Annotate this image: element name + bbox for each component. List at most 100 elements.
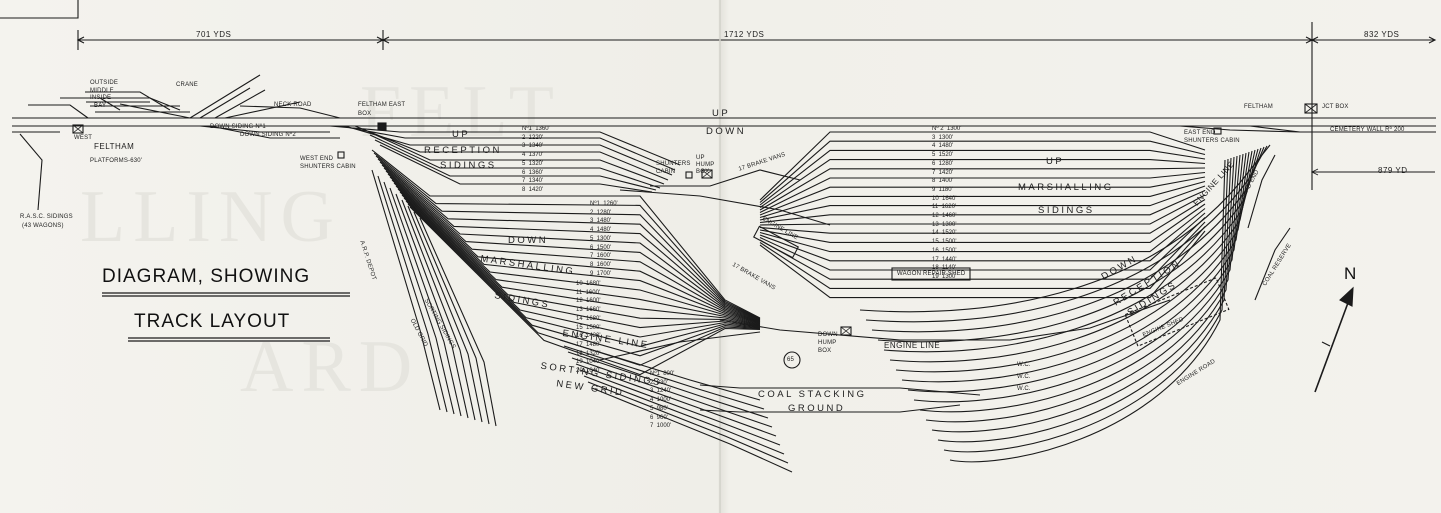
up-marshalling-siding bbox=[759, 208, 1206, 253]
up-marshalling-label-1: UP bbox=[1046, 156, 1065, 167]
up-marshalling-siding bbox=[759, 131, 1206, 201]
east-end-lines bbox=[1179, 125, 1436, 133]
down-marshalling-siding bbox=[391, 179, 761, 325]
down-marshalling-siding bbox=[409, 206, 761, 376]
coal-stacking-loop bbox=[699, 384, 981, 413]
up-marshalling-label-3: SIDINGS bbox=[1038, 205, 1095, 216]
down-reception-sidings bbox=[859, 144, 1271, 463]
down-marshalling-siding bbox=[405, 200, 761, 357]
bridge-65 bbox=[783, 351, 801, 369]
down-reception-siding bbox=[949, 159, 1226, 463]
down-reception-siding bbox=[895, 150, 1253, 373]
down-marshalling-siding bbox=[393, 182, 761, 326]
up-marshalling-siding bbox=[759, 226, 1206, 289]
shunters-cabin bbox=[685, 171, 693, 179]
down-reception-siding bbox=[901, 151, 1250, 383]
new-grid-siding bbox=[591, 387, 793, 473]
new-grid-siding bbox=[587, 381, 789, 464]
feltham-east-box-label: FELTHAM EAST BOX bbox=[358, 102, 406, 117]
up-marshalling-siding bbox=[759, 212, 1206, 262]
down-marshalling-sidings bbox=[371, 149, 761, 376]
down-marshalling-siding bbox=[401, 194, 761, 338]
up-marshalling-siding bbox=[759, 171, 1206, 213]
outside-label: OUTSIDE bbox=[90, 80, 119, 86]
wc-label-1: W.C. bbox=[1017, 362, 1031, 368]
distance-west: 701 YDS bbox=[196, 30, 232, 39]
platforms-label: PLATFORMS-630' bbox=[90, 158, 143, 164]
wagon-repair-shed bbox=[891, 267, 971, 281]
up-reception-fan bbox=[329, 125, 681, 193]
down-marshalling-siding bbox=[373, 152, 761, 320]
diagram-title-line2: TRACK LAYOUT bbox=[134, 311, 291, 332]
up-line-label: UP bbox=[712, 108, 731, 119]
engine-shed-block bbox=[1124, 277, 1230, 347]
feltham-jct-label: FELTHAM bbox=[1244, 104, 1273, 110]
down-reception-siding bbox=[907, 152, 1247, 393]
new-grid-siding bbox=[575, 363, 777, 437]
neck-road-label: NECK ROAD bbox=[274, 102, 312, 108]
down-reception-siding bbox=[865, 145, 1268, 323]
north-arrow bbox=[1314, 291, 1353, 393]
up-marshalling-siding bbox=[759, 203, 1206, 243]
down-siding-1-label: DOWN SIDING Nº1 bbox=[210, 124, 266, 130]
down-marshalling-siding bbox=[395, 185, 761, 326]
down-marshalling-lengths-2: 10 1680' 11 1600' 12 1600' 13 1660' 14 1… bbox=[576, 281, 601, 375]
up-reception-label-2: RECEPTION bbox=[424, 145, 502, 156]
coal-stacking-label: COAL STACKING bbox=[758, 389, 867, 400]
up-hump-box-label: UP HUMP BOX bbox=[696, 155, 715, 175]
middle-label: MIDDLE bbox=[90, 88, 114, 94]
coal-reserve-line bbox=[1254, 227, 1291, 301]
up-marshalling-siding bbox=[759, 149, 1206, 206]
down-marshalling-siding bbox=[385, 170, 761, 323]
up-hump-line bbox=[619, 189, 831, 226]
wagon-repair-shed-label: WAGON REPAIR SHED bbox=[897, 271, 966, 277]
down-reception-siding bbox=[919, 154, 1241, 413]
up-hump-approach bbox=[650, 169, 801, 187]
title-underline-1 bbox=[102, 292, 350, 297]
up-marshalling-siding bbox=[759, 180, 1206, 219]
down-marshalling-siding bbox=[379, 161, 761, 321]
west-label: WEST bbox=[74, 135, 93, 141]
shunters-cabin-label: SHUNTERS CABIN bbox=[656, 161, 691, 175]
north-label: N bbox=[1344, 264, 1358, 283]
distance-middle: 1712 YDS bbox=[724, 30, 765, 39]
up-marshalling-siding bbox=[759, 221, 1206, 280]
up-marshalling-siding bbox=[759, 176, 1206, 216]
down-reception-siding bbox=[883, 148, 1259, 353]
title-underline-2 bbox=[128, 337, 330, 342]
up-marshalling-lengths: Nº 2 1300' 3 1300' 4 1480' 5 1520' 6 128… bbox=[932, 126, 962, 280]
new-grid-siding bbox=[571, 357, 773, 428]
up-reception-label-3: SIDINGS bbox=[440, 160, 497, 171]
new-grid-siding bbox=[567, 351, 769, 419]
down-hump-box-label: DOWN HUMP BOX bbox=[818, 332, 838, 354]
feltham-station-platforms bbox=[90, 105, 190, 113]
feltham-label: FELTHAM bbox=[94, 142, 135, 151]
feltham-east-box bbox=[377, 122, 387, 131]
old-grid-siding bbox=[371, 169, 441, 411]
wc-label-3: W.C. bbox=[1017, 386, 1031, 392]
down-reception-siding bbox=[889, 149, 1256, 363]
up-marshalling-siding bbox=[759, 194, 1206, 226]
old-grid-siding bbox=[389, 187, 462, 417]
new-grid-siding bbox=[559, 339, 761, 401]
up-reception-label-1: UP bbox=[452, 129, 471, 140]
down-marshalling-lengths-1: Nº1 1260' 2 1280' 3 1480' 4 1480' 5 1300… bbox=[590, 201, 618, 277]
bridge-65-label: 65 bbox=[787, 357, 795, 363]
neck-road bbox=[239, 105, 341, 119]
down-marshalling-label-1: DOWN bbox=[508, 235, 549, 246]
old-grid-siding bbox=[401, 199, 476, 421]
old-grid-siding bbox=[383, 181, 455, 415]
crane-label: CRANE bbox=[176, 82, 199, 88]
ground-label: GROUND bbox=[788, 403, 846, 414]
down-marshalling-siding bbox=[397, 188, 761, 327]
engine-line-centre bbox=[719, 299, 1171, 341]
west-end-cabin-label: WEST END SHUNTERS CABIN bbox=[300, 156, 356, 170]
show-through-text: LLING bbox=[80, 176, 342, 258]
sorting-sidings-new-grid bbox=[559, 339, 793, 473]
down-marshalling-siding bbox=[389, 176, 761, 324]
up-hump-box bbox=[701, 169, 713, 179]
down-line-label: DOWN bbox=[706, 126, 747, 137]
down-marshalling-siding bbox=[387, 173, 761, 324]
frame-top bbox=[0, 0, 79, 19]
cemetery-wall-label: CEMETERY WALL Rº 200 bbox=[1330, 127, 1405, 133]
